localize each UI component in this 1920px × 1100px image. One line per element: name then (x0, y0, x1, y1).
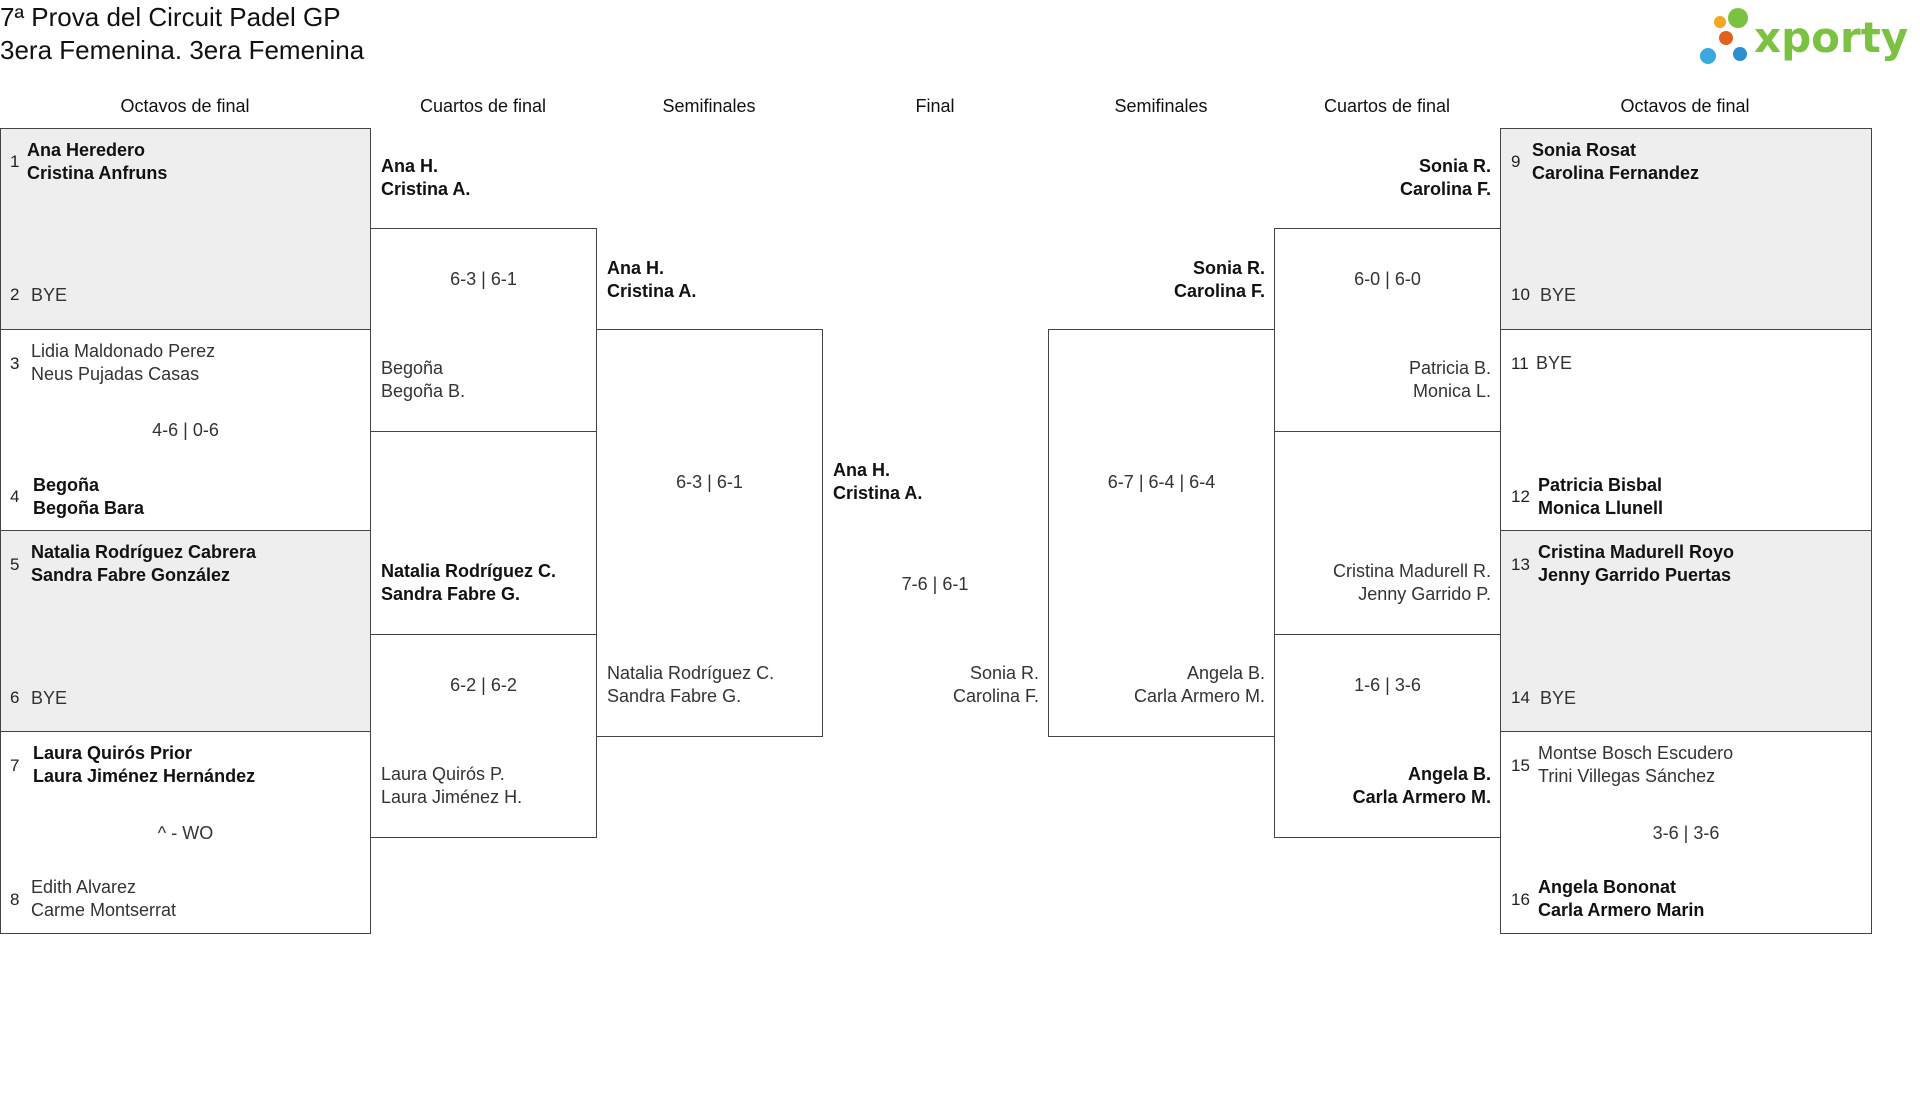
sf-team-top[interactable]: Ana H.Cristina A. (607, 258, 697, 301)
seed-number: 5 (10, 555, 20, 574)
team-entry[interactable]: BYE (1540, 688, 1577, 708)
seed-number: 6 (10, 688, 20, 707)
match-score: 6-7 | 6-4 | 6-4 (1107, 472, 1216, 492)
match-box-sf-right[interactable] (1048, 329, 1275, 737)
team-entry[interactable]: BYE (31, 688, 68, 708)
match-score: 1-6 | 3-6 (1354, 675, 1421, 695)
qf-team-bottom[interactable]: Laura Quirós P.Laura Jiménez H. (381, 764, 523, 807)
sf-team-bottom[interactable]: Angela B.Carla Armero M. (1133, 663, 1265, 706)
match-score: 6-3 | 6-1 (450, 269, 517, 289)
round-header-qf-right: Cuartos de final (1323, 96, 1451, 116)
seed-number: 14 (1511, 688, 1530, 707)
match-score: 6-2 | 6-2 (450, 675, 517, 695)
seed-number: 11 (1511, 354, 1529, 373)
seed-number: 16 (1511, 890, 1530, 909)
qf-team-top[interactable]: Sonia R.Carolina F. (1399, 156, 1491, 199)
final-team-top[interactable]: Ana H.Cristina A. (833, 460, 923, 503)
match-score: 3-6 | 3-6 (1652, 823, 1720, 843)
seed-number: 3 (10, 354, 20, 373)
seed-number: 8 (10, 890, 20, 909)
logo-dot-blue (1700, 48, 1716, 64)
seed-number: 12 (1511, 487, 1530, 506)
team-entry[interactable]: BYE (31, 285, 68, 305)
team-entry[interactable]: BYE (1540, 285, 1577, 305)
seed-number: 10 (1511, 285, 1530, 304)
seed-number: 2 (10, 285, 20, 304)
qf-team-top[interactable]: Natalia Rodríguez C.Sandra Fabre G. (381, 561, 557, 604)
xporty-logo[interactable]: xporty (1696, 4, 1920, 68)
round-header-sf-right: Semifinales (1114, 96, 1208, 116)
match-score: 6-0 | 6-0 (1354, 269, 1421, 289)
match-score: 6-3 | 6-1 (676, 472, 743, 492)
final-score: 7-6 | 6-1 (901, 574, 969, 594)
category-title: 3era Femenina. 3era Femenina (0, 35, 365, 65)
tournament-title: 7ª Prova del Circuit Padel GP (0, 2, 341, 32)
match-box-l16-1[interactable] (0, 128, 371, 330)
logo-text: xporty (1754, 13, 1908, 62)
sf-team-top[interactable]: Sonia R.Carolina F. (1173, 258, 1265, 301)
logo-dot-green (1728, 8, 1748, 28)
match-box-l16-5[interactable] (1500, 128, 1872, 330)
seed-number: 4 (10, 487, 20, 506)
match-score: 4-6 | 0-6 (152, 420, 219, 440)
logo-dot-red (1719, 31, 1733, 45)
seed-number: 9 (1511, 152, 1521, 171)
match-score: ^ - WO (157, 823, 214, 843)
seed-number: 7 (10, 756, 20, 775)
final-team-bottom[interactable]: Sonia R.Carolina F. (952, 663, 1039, 706)
match-box-sf-left[interactable] (596, 329, 823, 737)
team-entry[interactable]: BYE (1536, 353, 1573, 373)
round-header-l16-right: Octavos de final (1620, 96, 1750, 116)
seed-number: 15 (1511, 756, 1530, 775)
seed-number: 1 (10, 152, 20, 171)
qf-team-bottom[interactable]: Angela B.Carla Armero M. (1352, 764, 1491, 807)
round-header-final: Final (915, 96, 955, 116)
match-box-l16-8[interactable] (1500, 731, 1872, 934)
seed-number: 13 (1511, 555, 1530, 574)
logo-dot-darkblue (1733, 47, 1747, 61)
match-box-l16-3[interactable] (0, 530, 371, 732)
round-header-qf-left: Cuartos de final (419, 96, 547, 116)
round-header-sf-left: Semifinales (662, 96, 756, 116)
qf-team-bottom[interactable]: Patricia B.Monica L. (1408, 358, 1491, 401)
qf-team-top[interactable]: Cristina Madurell R.Jenny Garrido P. (1332, 561, 1491, 604)
round-header-l16-left: Octavos de final (120, 96, 250, 116)
qf-team-top[interactable]: Ana H.Cristina A. (381, 156, 471, 199)
logo-dot-orange (1714, 16, 1726, 28)
sf-team-bottom[interactable]: Natalia Rodríguez C.Sandra Fabre G. (607, 663, 775, 706)
